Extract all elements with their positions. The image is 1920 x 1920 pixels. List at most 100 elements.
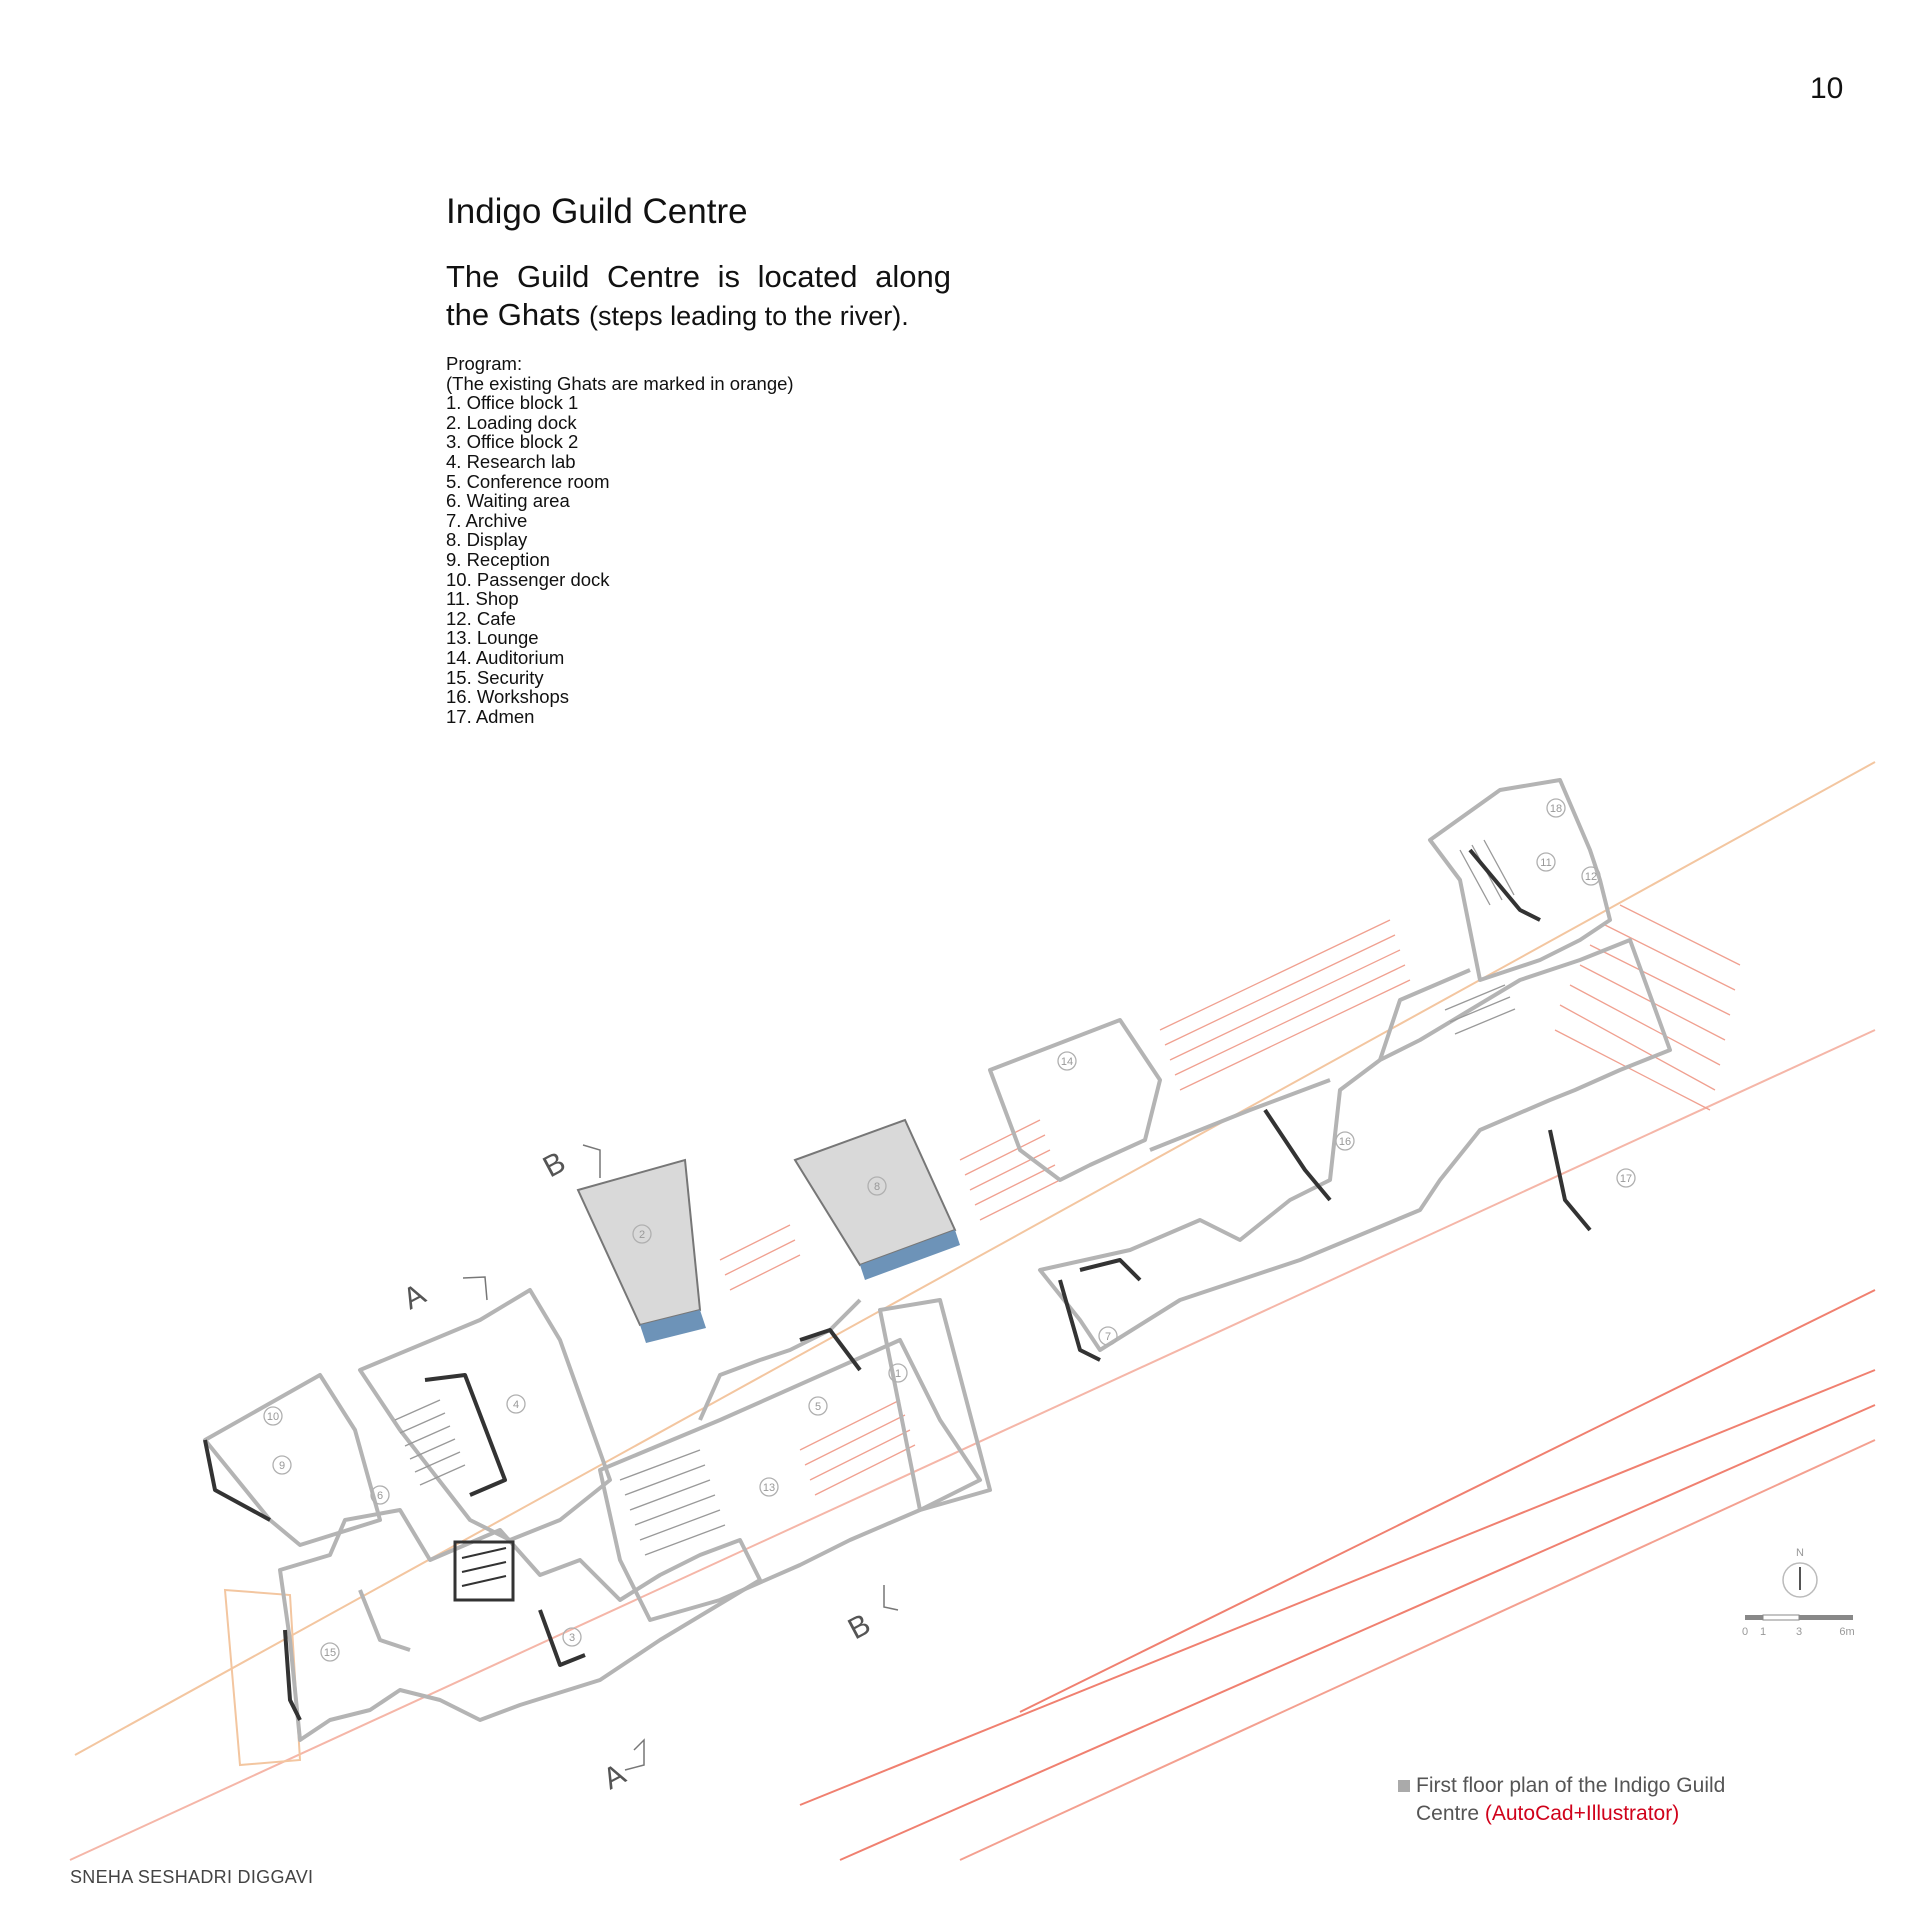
program-item: 7. Archive	[446, 509, 528, 531]
north-east-block-outline	[1428, 778, 1612, 982]
room-label: 11	[1536, 852, 1556, 872]
program-item: 3. Office block 2	[446, 431, 579, 453]
program-item: 12. Cafe	[446, 607, 516, 629]
room-label: 17	[1616, 1168, 1636, 1188]
program-note: (The existing Ghats are marked in orange…	[446, 372, 794, 394]
ghat-hatch-middle	[1159, 919, 1411, 1091]
stair-east	[1444, 984, 1516, 1035]
room-number: 14	[1061, 1056, 1073, 1068]
program-item: 17. Admen	[446, 705, 535, 727]
dark-wall-archive-top	[1079, 1258, 1142, 1282]
intro-main: The Guild Centre is located along the Gh…	[446, 259, 951, 332]
dark-wall-admen	[1548, 1129, 1592, 1232]
section-marker-a-top-tick	[462, 1276, 488, 1301]
room-number: 17	[1620, 1173, 1632, 1185]
program-item: 9. Reception	[446, 548, 550, 570]
ghat-hatch-lounge	[799, 1399, 916, 1496]
intro-parenthetical: (steps leading to the river).	[589, 301, 909, 331]
room-label: 18	[1546, 798, 1566, 818]
room-label: 8	[867, 1176, 887, 1196]
room-number: 3	[569, 1632, 575, 1644]
caption-line-1: First floor plan of the Indigo Guild	[1416, 1774, 1726, 1797]
building-walls	[203, 778, 1672, 1742]
room-label: 2	[632, 1224, 652, 1244]
connector-wall-north	[698, 1298, 862, 1421]
room-label: 4	[506, 1394, 526, 1414]
stair-box	[453, 1540, 515, 1602]
research-block-outline	[358, 1288, 612, 1542]
ghat-hatch-west	[719, 1224, 801, 1291]
dark-wall-office-1	[799, 1328, 862, 1372]
room-number: 5	[815, 1401, 821, 1413]
dark-walls	[203, 848, 1592, 1721]
program-item: 14. Auditorium	[446, 646, 565, 668]
dark-wall-office-3	[538, 1609, 586, 1667]
program-heading: Program:	[446, 353, 523, 374]
room-number: 11	[1540, 857, 1551, 869]
scale-segment-2	[1762, 1614, 1800, 1621]
room-number: 6	[377, 1490, 383, 1502]
room-label: 15	[320, 1642, 340, 1662]
auditorium-outline	[988, 1018, 1162, 1182]
program-item: 13. Lounge	[446, 627, 539, 649]
room-label: 12	[1581, 866, 1601, 886]
program-item: 2. Loading dock	[446, 411, 577, 433]
stair-central	[619, 1449, 726, 1556]
program-item: 15. Security	[446, 666, 544, 688]
east-block-outline	[1038, 938, 1672, 1352]
scale-label: 1	[1760, 1626, 1766, 1638]
connector-wall-east	[1378, 968, 1471, 1061]
room-number: 10	[267, 1411, 279, 1423]
section-marker-b-bottom: B	[843, 1608, 876, 1647]
ghat-steps	[719, 904, 1741, 1496]
stairs	[394, 839, 1516, 1556]
north-label: N	[1796, 1547, 1804, 1559]
dark-wall-workshops	[1263, 1108, 1332, 1202]
dark-wall-security	[283, 1629, 302, 1721]
room-label: 10	[263, 1406, 283, 1426]
program-item: 5. Conference room	[446, 470, 610, 492]
section-marker-b-top: B	[538, 1146, 571, 1185]
scale-label: 0	[1742, 1626, 1748, 1638]
connector-wall-west	[358, 1589, 411, 1652]
stair-west	[394, 1399, 466, 1486]
page-title: Indigo Guild Centre	[446, 192, 748, 231]
room-label: 5	[808, 1396, 828, 1416]
room-number: 7	[1105, 1331, 1111, 1343]
room-number: 8	[874, 1181, 880, 1193]
riverbank-lines	[69, 761, 1876, 1861]
section-marker-b-top-tick	[582, 1144, 601, 1178]
river-line-3	[839, 1404, 1876, 1861]
room-label: 3	[562, 1627, 582, 1647]
room-number: 16	[1339, 1136, 1351, 1148]
room-number: 2	[639, 1229, 645, 1241]
ghat-edge-line-lower	[69, 1029, 1876, 1861]
passenger-dock-edge	[860, 1230, 960, 1280]
intro-text: The Guild Centre is located along the Gh…	[446, 258, 951, 335]
room-labels: 10 9 6 4 2 8 1 5 13 15 3 14 7 16 17 18 1…	[263, 798, 1636, 1662]
scale-segment-1	[1745, 1615, 1763, 1620]
passenger-dock	[793, 1118, 960, 1280]
north-arrow-circle	[1782, 1562, 1818, 1598]
room-number: 1	[895, 1368, 901, 1380]
room-label: 6	[370, 1485, 390, 1505]
caption-line-2: Centre	[1416, 1802, 1480, 1825]
figure-caption: First floor plan of the Indigo Guild Cen…	[1398, 1772, 1758, 1828]
dark-wall-research	[424, 1373, 507, 1497]
scale-label: 3	[1796, 1626, 1802, 1638]
section-marker-a-bottom: A	[598, 1758, 631, 1797]
ghat-hatch-central	[959, 1119, 1061, 1221]
program-item: 4. Research lab	[446, 450, 576, 472]
river-line-4	[959, 1439, 1876, 1861]
room-number: 18	[1550, 803, 1562, 815]
ghat-outline-west	[223, 1588, 302, 1767]
loading-dock-edge	[640, 1310, 706, 1343]
program-item: 10. Passenger dock	[446, 568, 610, 590]
ghat-edge-line-upper	[74, 761, 1876, 1756]
north-arrow: N	[1782, 1547, 1818, 1598]
program-item: 1. Office block 1	[446, 392, 579, 414]
program-item: 6. Waiting area	[446, 490, 570, 512]
room-number: 4	[513, 1399, 519, 1411]
room-label: 9	[272, 1455, 292, 1475]
